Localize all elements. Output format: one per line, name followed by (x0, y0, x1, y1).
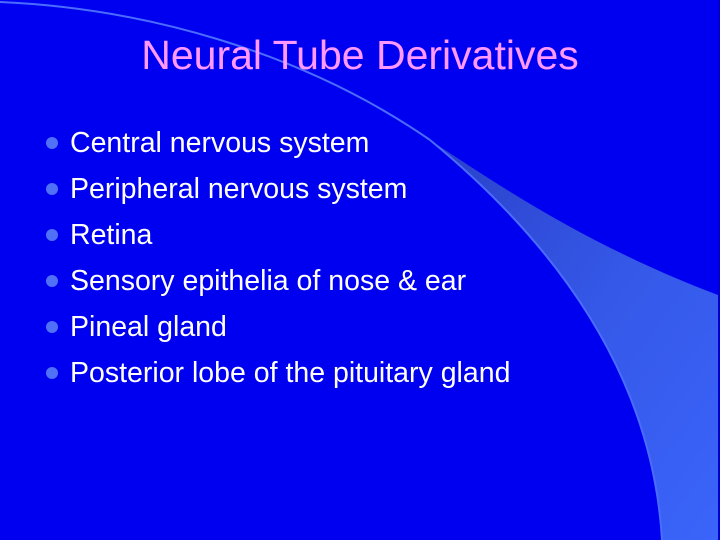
bullet-dot-icon (46, 321, 58, 333)
bullet-dot-icon (46, 137, 58, 149)
bullet-text: Peripheral nervous system (70, 173, 408, 205)
bullet-item: Peripheral nervous system (18, 170, 510, 216)
bullet-text: Retina (70, 219, 153, 251)
bullet-dot-icon (46, 275, 58, 287)
slide-title-text: Neural Tube Derivatives (141, 32, 579, 78)
bullet-dot-icon (46, 183, 58, 195)
bullet-item: Pineal gland (18, 308, 510, 354)
bullet-text: Sensory epithelia of nose & ear (70, 265, 467, 297)
bullet-text: Central nervous system (70, 127, 370, 159)
bullet-text: Posterior lobe of the pituitary gland (70, 357, 511, 389)
bullet-text: Pineal gland (70, 311, 227, 343)
slide-title: Neural Tube Derivatives (0, 30, 720, 80)
bullet-item: Sensory epithelia of nose & ear (18, 262, 510, 308)
bullet-list: Central nervous system Peripheral nervou… (18, 124, 510, 400)
bullet-dot-icon (46, 367, 58, 379)
bullet-item: Central nervous system (18, 124, 510, 170)
bullet-item: Posterior lobe of the pituitary gland (18, 354, 510, 400)
bullet-item: Retina (18, 216, 510, 262)
bullet-dot-icon (46, 229, 58, 241)
